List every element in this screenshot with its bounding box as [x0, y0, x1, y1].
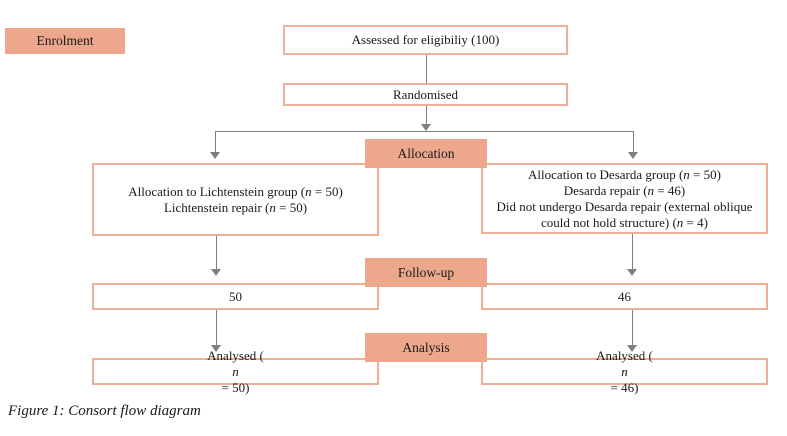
box-followup-lichtenstein: 50 — [92, 283, 379, 310]
connector-split-right-drop — [633, 131, 634, 152]
connector-split-left-drop — [215, 131, 216, 152]
connector-lichtenstein-followup — [216, 236, 217, 269]
allocation-lichtenstein-line2: Lichtenstein repair (n = 50) — [163, 199, 308, 215]
arrowhead-followup-right — [627, 269, 637, 276]
connector-randomised-stub — [426, 106, 427, 124]
allocation-desarda-line2: Desarda repair (n = 46) — [563, 182, 686, 198]
arrowhead-allocation-right — [628, 152, 638, 159]
connector-followup-analysis-right — [632, 310, 633, 345]
box-analysed-desarda: Analysed (n = 46) — [481, 348, 768, 395]
arrowhead-allocation-left — [210, 152, 220, 159]
stage-banner-enrolment: Enrolment — [5, 28, 125, 54]
figure-caption: Figure 1: Consort flow diagram — [8, 403, 201, 419]
box-followup-desarda: 46 — [481, 283, 768, 310]
box-allocation-desarda: Allocation to Desarda group (n = 50) Des… — [481, 163, 768, 234]
connector-followup-analysis-left — [216, 310, 217, 345]
connector-assessed-randomised — [426, 55, 427, 83]
allocation-lichtenstein-line1: Allocation to Lichtenstein group (n = 50… — [128, 183, 343, 199]
box-analysed-lichtenstein: Analysed (n = 50) — [92, 348, 379, 395]
arrowhead-analysis-right — [627, 345, 637, 352]
box-allocation-lichtenstein: Allocation to Lichtenstein group (n = 50… — [92, 163, 379, 236]
stage-banner-analysis: Analysis — [365, 333, 487, 362]
connector-split-horizontal — [215, 131, 634, 132]
allocation-desarda-line3: Did not undergo Desarda repair (external… — [496, 198, 753, 230]
stage-banner-allocation: Allocation — [365, 139, 487, 168]
box-assessed-eligibility: Assessed for eligibiliy (100) — [283, 25, 568, 55]
connector-desarda-followup — [632, 234, 633, 269]
arrowhead-randomised-down — [421, 124, 431, 131]
arrowhead-analysis-left — [211, 345, 221, 352]
box-randomised: Randomised — [283, 83, 568, 106]
stage-banner-follow-up: Follow-up — [365, 258, 487, 287]
allocation-desarda-line1: Allocation to Desarda group (n = 50) — [528, 166, 721, 182]
arrowhead-followup-left — [211, 269, 221, 276]
